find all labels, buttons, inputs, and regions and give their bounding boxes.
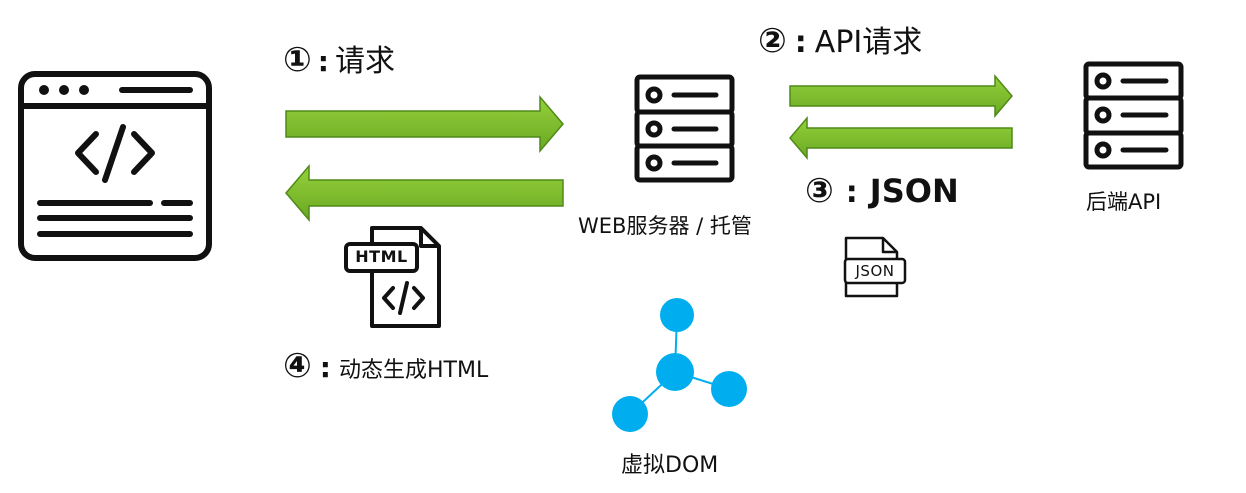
step-4-number: ④ — [283, 346, 312, 386]
step-3-separator: : — [845, 175, 858, 210]
step-2-text: API请求 — [814, 25, 923, 60]
step-2-separator: : — [794, 25, 807, 60]
step-2-label: ②:API请求 — [758, 17, 922, 61]
step-1-text: 请求 — [335, 44, 395, 79]
step-1-number: ① — [283, 40, 312, 80]
step-4-text: 动态生成HTML — [339, 358, 489, 383]
html-file-label: HTML — [355, 247, 408, 266]
backend-server-icon — [1083, 61, 1184, 170]
step-4-separator: : — [319, 351, 331, 384]
arrow-api-request — [789, 73, 1013, 119]
web-server-label: WEB服务器 / 托管 — [578, 214, 752, 238]
html-file-icon — [344, 226, 441, 328]
step-3-text: JSON — [869, 172, 959, 210]
browser-code-icon — [18, 71, 212, 261]
backend-api-label: 后端API — [1086, 190, 1162, 214]
step-4-label: ④: 动态生成HTML — [283, 346, 488, 386]
step-1-separator: : — [317, 45, 329, 78]
step-1-label: ①:请求 — [283, 36, 395, 80]
arrow-request — [285, 94, 564, 154]
arrow-json-response — [789, 115, 1013, 161]
step-3-number: ③ — [805, 171, 834, 211]
virtual-dom-graph-icon — [612, 298, 747, 432]
step-2-number: ② — [758, 21, 787, 61]
web-server-icon — [634, 74, 735, 183]
virtual-dom-label: 虚拟DOM — [621, 453, 719, 478]
arrow-response — [285, 163, 564, 223]
step-3-label: ③: JSON — [805, 171, 959, 211]
json-file-icon — [843, 236, 907, 298]
json-file-label: JSON — [855, 262, 895, 280]
